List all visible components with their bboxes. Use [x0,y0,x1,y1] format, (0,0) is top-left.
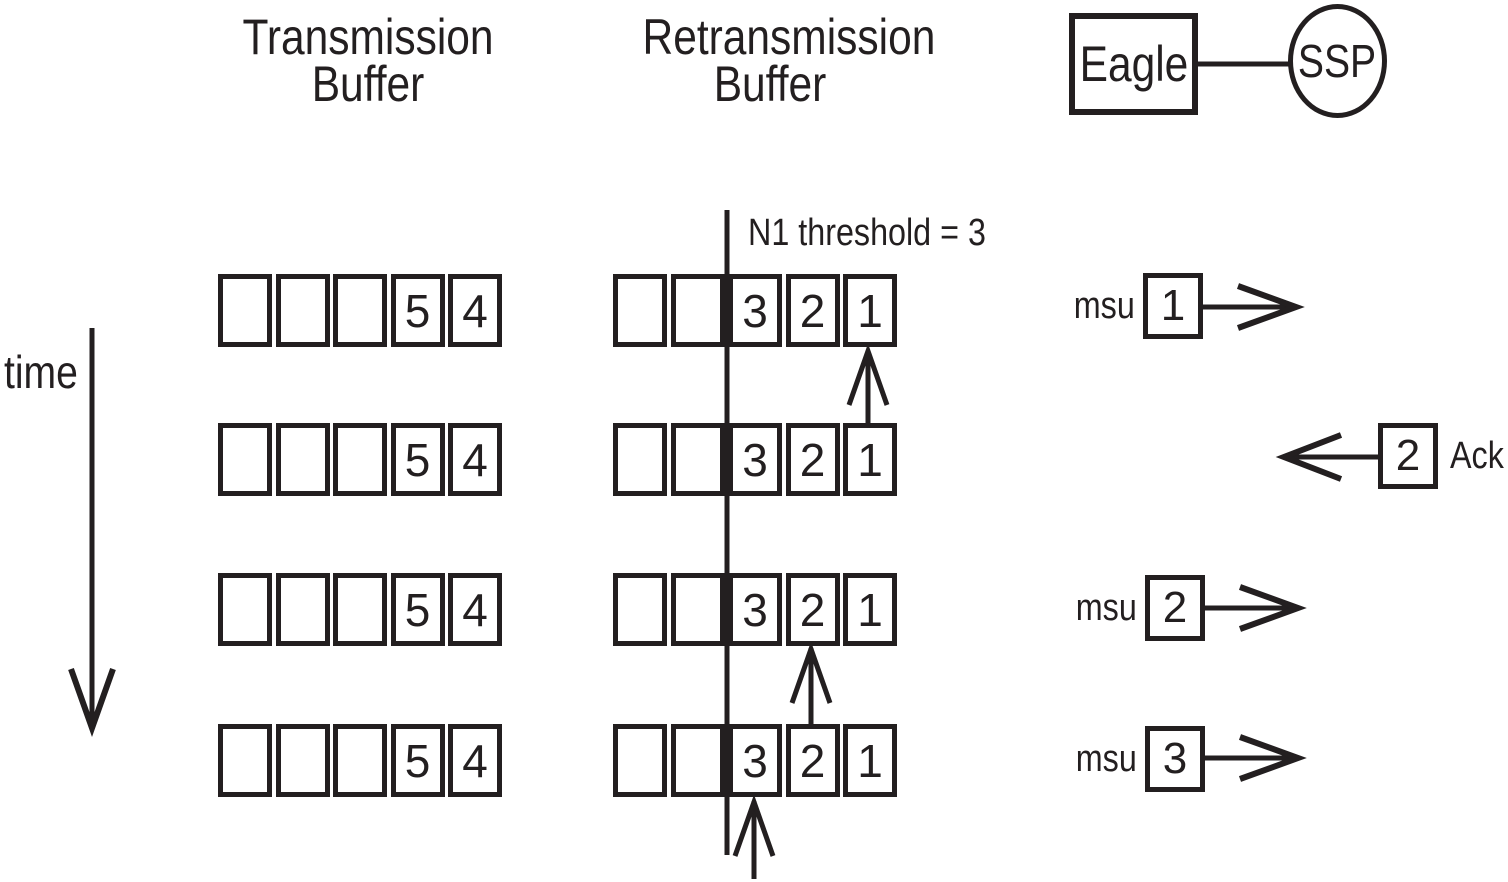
msu3-value: 3 [1162,734,1188,783]
buffer-cell: 5 [390,724,445,797]
buffer-cell: 1 [843,423,897,496]
msu1-box: 1 [1143,273,1203,339]
buffer-cell [333,423,387,496]
msu1-arrow-head-icon [1236,283,1305,331]
retransmission-buffer-row-4: 3 2 1 [613,724,897,797]
buffer-cell [670,274,725,347]
buffer-cell [275,573,330,646]
transmission-buffer-row-1: 5 4 [218,274,502,347]
retransmission-buffer-heading-line1: Retransmission [642,9,936,65]
buffer-cell: 3 [728,573,782,646]
ack2-value: 2 [1395,431,1421,480]
ssp-node: SSP [1288,4,1387,118]
buffer-cell [333,724,387,797]
msu2-arrow-head-icon [1238,584,1307,632]
buffer-cell: 3 [728,724,782,797]
buffer-cell [670,423,725,496]
buffer-cell: 2 [785,724,840,797]
buffer-cell [275,274,330,347]
transmission-buffer-row-2: 5 4 [218,423,502,496]
msu3-arrow-head-icon [1238,734,1307,782]
eagle-node: Eagle [1069,13,1198,115]
buffer-cell [613,573,667,646]
transmission-buffer-row-4: 5 4 [218,724,502,797]
msu2-value: 2 [1162,583,1188,632]
retransmission-buffer-heading: Retransmission Buffer [620,12,936,109]
pointer-arrow-cell2-head-icon [789,641,833,704]
eagle-node-label: Eagle [1079,36,1188,92]
buffer-cell: 5 [390,573,445,646]
retransmission-buffer-row-1: 3 2 1 [613,274,897,347]
buffer-cell: 1 [843,274,897,347]
buffer-cell [670,724,725,797]
buffer-cell: 2 [785,423,840,496]
buffer-cell: 4 [448,274,502,347]
ssp-node-label: SSP [1298,35,1377,87]
pointer-arrow-cell1-head-icon [846,343,890,406]
msu1-value: 1 [1160,281,1186,330]
msu3-label: msu [1075,737,1137,780]
transmission-buffer-heading-line2: Buffer [311,56,425,112]
buffer-cell: 4 [448,724,502,797]
ack2-arrow-head-icon [1275,432,1343,482]
transmission-buffer-heading: Transmission Buffer [218,12,518,109]
msu2-box: 2 [1145,575,1205,641]
n1-threshold-label: N1 threshold = 3 [748,212,986,254]
buffer-cell: 3 [728,423,782,496]
buffer-cell: 3 [728,274,782,347]
buffer-cell [275,423,330,496]
retransmission-buffer-row-2: 3 2 1 [613,423,897,496]
buffer-cell [613,724,667,797]
ack2-box: 2 [1378,423,1438,489]
retransmission-buffer-heading-line2: Buffer [713,56,827,112]
buffer-cell [613,423,667,496]
transmission-buffer-row-3: 5 4 [218,573,502,646]
transmission-buffer-heading-line1: Transmission [242,9,494,65]
buffer-cell: 4 [448,573,502,646]
msu3-box: 3 [1145,726,1205,792]
buffer-cell [218,573,272,646]
buffer-cell [613,274,667,347]
buffer-cell [333,274,387,347]
ack2-label: Ack [1450,434,1504,477]
buffer-cell: 4 [448,423,502,496]
buffer-cell [218,724,272,797]
pointer-arrow-cell3-head-icon [732,794,776,857]
buffer-cell: 5 [390,274,445,347]
time-arrow-head-icon [68,667,116,737]
msu2-label: msu [1075,586,1137,629]
buffer-cell: 2 [785,573,840,646]
buffer-cell: 1 [843,724,897,797]
retransmission-buffer-row-3: 3 2 1 [613,573,897,646]
buffer-cell: 2 [785,274,840,347]
buffer-cell: 1 [843,573,897,646]
msu1-label: msu [1073,284,1135,327]
time-axis-label: time [4,346,78,398]
buffer-cell [218,423,272,496]
buffer-cell [333,573,387,646]
buffer-cell [218,274,272,347]
buffer-cell [275,724,330,797]
buffer-cell [670,573,725,646]
buffer-cell: 5 [390,423,445,496]
